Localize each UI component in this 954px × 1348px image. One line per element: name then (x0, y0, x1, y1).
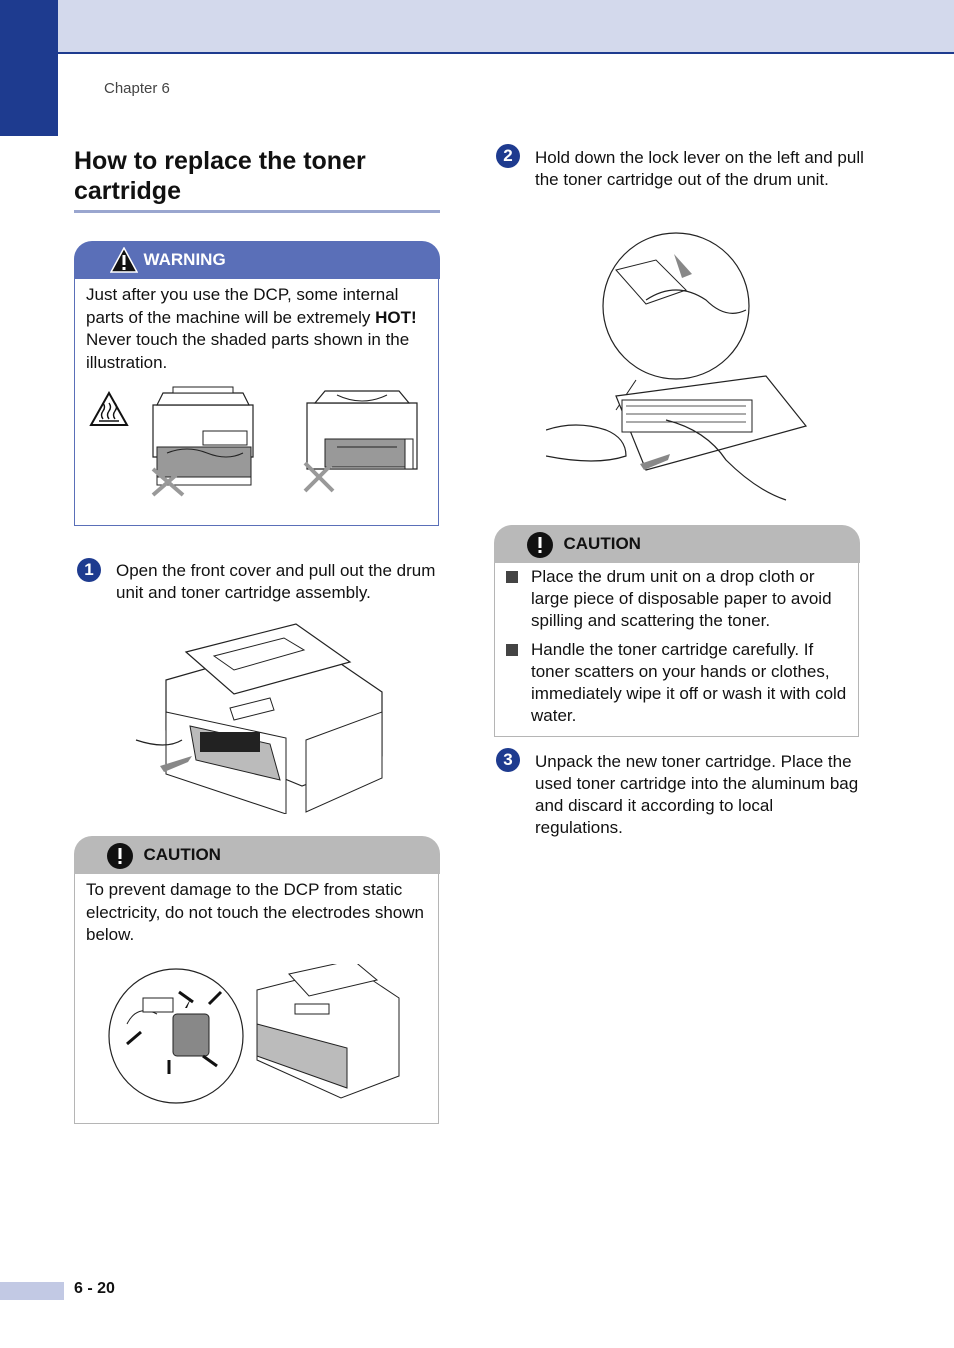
hot-surface-icon (89, 391, 129, 426)
page-number: 6 - 20 (74, 1280, 115, 1297)
warning-label: WARNING (143, 250, 226, 269)
chapter-label: Chapter 6 (104, 80, 170, 97)
warning-text-start: Just after you use the DCP, some interna… (86, 285, 399, 327)
warning-text-end: Never touch the shaded parts shown in th… (86, 330, 410, 372)
step-1-text: Open the front cover and pull out the dr… (116, 561, 436, 602)
warning-header: WARNING (73, 241, 440, 279)
bullet-marker (506, 571, 518, 583)
warning-hot-emphasis: HOT! (375, 307, 417, 327)
step-3-number: 3 (496, 748, 520, 772)
electrodes-illustration (108, 964, 400, 1104)
warning-text: Just after you use the DCP, some interna… (86, 284, 426, 374)
caution-item-1: Place the drum unit on a drop cloth or l… (531, 567, 832, 630)
lock-lever-illustration (546, 232, 808, 501)
exclamation-icon (526, 532, 553, 558)
caution-header-static: CAUTION (73, 836, 440, 874)
caution-text-static: To prevent damage to the DCP from static… (86, 880, 424, 944)
caution-box-handling: CAUTION Place the drum unit on a drop cl… (493, 525, 860, 737)
exclamation-icon (106, 843, 133, 869)
title-underline (74, 210, 440, 213)
bullet-marker (506, 644, 518, 656)
pull-drum-unit-illustration (135, 623, 383, 814)
hot-parts-printer-illustration-front (151, 386, 254, 497)
step-2-number: 2 (496, 144, 520, 168)
caution-box-static: CAUTION To prevent damage to the DCP fro… (73, 836, 440, 1124)
section-title: How to replace the toner cartridge (74, 147, 366, 205)
warning-triangle-icon (109, 247, 138, 273)
caution-item-2: Handle the toner cartridge carefully. If… (531, 640, 847, 725)
footer-band (0, 1282, 64, 1300)
step-1-number: 1 (77, 558, 101, 582)
caution-label-static: CAUTION (143, 845, 221, 864)
caution-label-handling: CAUTION (563, 534, 641, 553)
step-2-text: Hold down the lock lever on the left and… (535, 148, 864, 189)
hot-parts-printer-illustration-back (303, 390, 418, 493)
warning-box: WARNING Just after you use the DCP, some… (73, 241, 440, 526)
caution-header-handling: CAUTION (493, 525, 860, 563)
step-3-text: Unpack the new toner cartridge. Place th… (535, 752, 859, 837)
chapter-tab (0, 0, 58, 136)
top-band (0, 0, 954, 54)
